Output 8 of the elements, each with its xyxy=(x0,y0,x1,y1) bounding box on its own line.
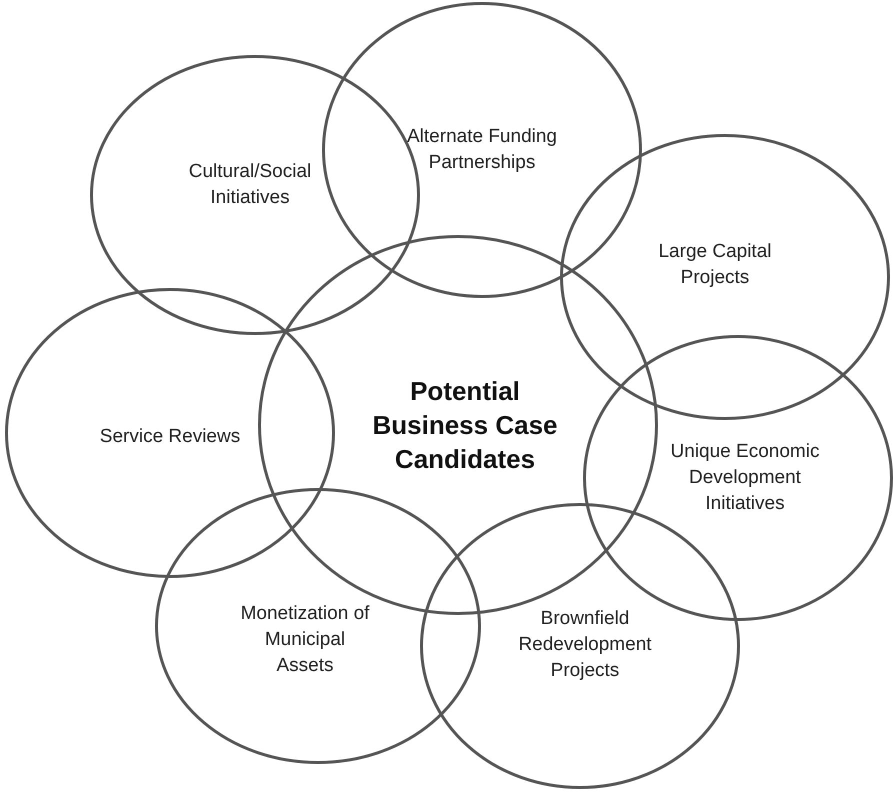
topic-label: Large Capital Projects xyxy=(657,240,773,290)
topic-label: Alternate Funding Partnerships xyxy=(407,125,557,175)
topic-label: Monetization of Municipal Assets xyxy=(240,602,370,678)
topic-label: Service Reviews xyxy=(98,425,242,449)
center-heading: Potential Business Case Candidates xyxy=(372,375,558,476)
topic-label: Cultural/Social Initiatives xyxy=(188,160,312,210)
topic-label: Brownfield Redevelopment Projects xyxy=(517,607,653,683)
topic-label: Unique Economic Development Initiatives xyxy=(670,440,820,516)
